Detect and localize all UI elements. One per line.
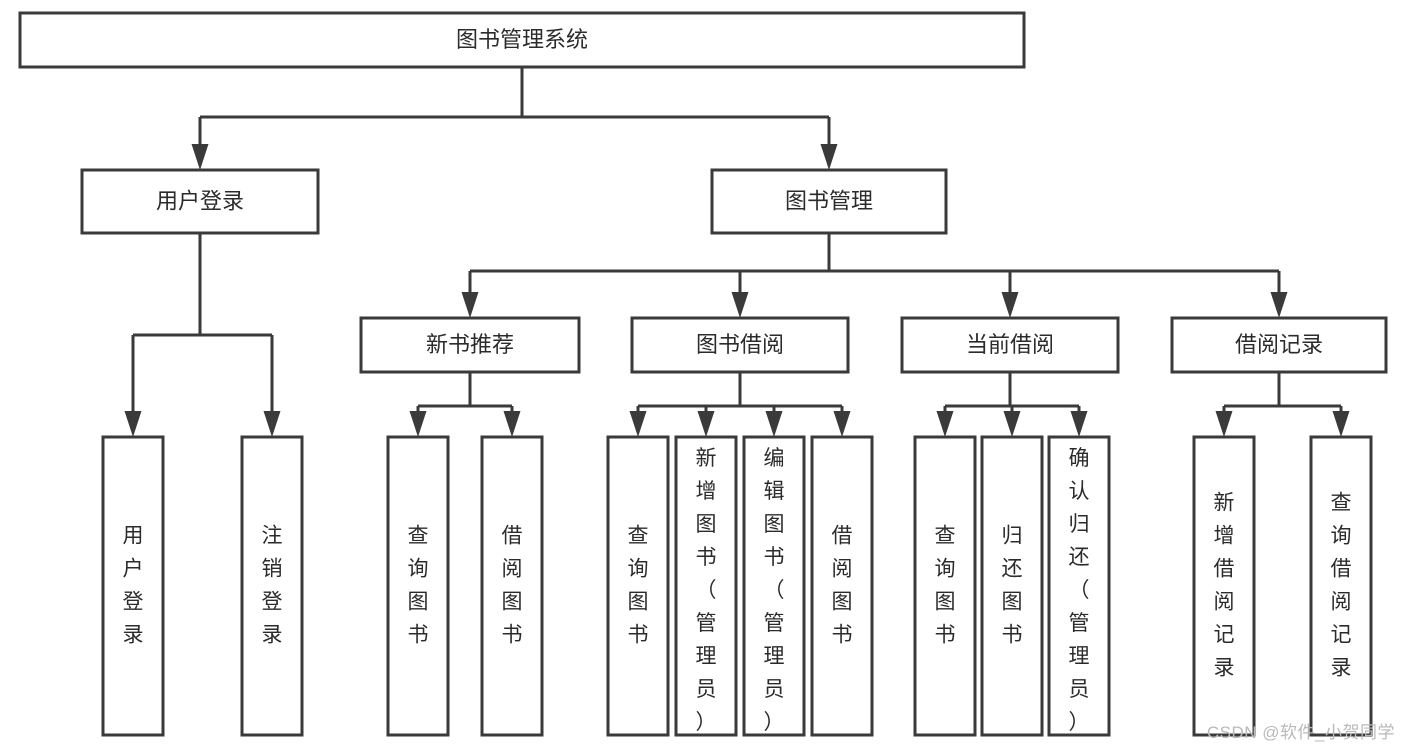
node-label: 查询图书: [935, 524, 956, 646]
node-label: 图书管理系统: [456, 27, 588, 52]
node-box: [710, 168, 948, 235]
node-label: 借阅图书: [502, 524, 523, 646]
node-box: [1192, 435, 1256, 737]
node-l1-user-login[interactable]: 用户登录: [80, 168, 320, 235]
node-box: [606, 435, 670, 737]
node-l3-borrow-book-a[interactable]: 借阅图书: [480, 435, 544, 737]
node-box: [1170, 316, 1388, 374]
node-label: 注销登录: [262, 524, 283, 646]
arrow-head-icon: [124, 411, 142, 437]
node-l2-current-borrow[interactable]: 当前借阅: [900, 316, 1120, 374]
node-label: 归还图书: [1002, 524, 1023, 646]
node-box: [810, 435, 874, 737]
node-label: 图书借阅: [696, 332, 784, 357]
connector-layer: [124, 67, 1350, 437]
node-l3-edit-book[interactable]: 编辑图书（管理员）: [742, 435, 806, 737]
arrow-head-icon: [697, 411, 715, 437]
node-label: 借阅图书: [832, 524, 853, 646]
arrow-head-icon: [503, 411, 521, 437]
arrow-head-icon: [731, 292, 749, 318]
node-box: [630, 316, 850, 374]
node-label: 查询图书: [628, 524, 649, 646]
node-l3-return-book[interactable]: 归还图书: [980, 435, 1044, 737]
node-box: [900, 316, 1120, 374]
node-l3-query-book-b[interactable]: 查询图书: [606, 435, 670, 737]
arrow-head-icon: [1070, 411, 1088, 437]
arrow-head-icon: [1001, 292, 1019, 318]
arrow-head-icon: [461, 292, 479, 318]
node-box: [80, 168, 320, 235]
node-label: 用户登录: [123, 524, 144, 646]
node-label: 新增借阅记录: [1214, 491, 1235, 679]
node-l3-query-book-a[interactable]: 查询图书: [386, 435, 450, 737]
arrow-head-icon: [833, 411, 851, 437]
node-l3-query-book-c[interactable]: 查询图书: [913, 435, 977, 737]
node-l1-book-manage[interactable]: 图书管理: [710, 168, 948, 235]
node-label: 当前借阅: [966, 332, 1054, 357]
node-root[interactable]: 图书管理系统: [18, 11, 1026, 69]
node-l3-query-record[interactable]: 查询借阅记录: [1309, 435, 1373, 737]
node-label: 查询借阅记录: [1331, 491, 1352, 679]
arrow-head-icon: [1215, 411, 1233, 437]
node-label: 新增图书（管理员）: [696, 447, 717, 734]
arrow-head-icon: [629, 411, 647, 437]
node-box: [913, 435, 977, 737]
node-l2-new-book-rec[interactable]: 新书推荐: [359, 316, 581, 374]
arrow-head-icon: [820, 144, 838, 170]
arrow-head-icon: [1332, 411, 1350, 437]
node-label: 图书管理: [785, 188, 873, 213]
node-l2-book-borrow[interactable]: 图书借阅: [630, 316, 850, 374]
node-box: [1047, 435, 1111, 737]
node-l3-logout[interactable]: 注销登录: [240, 435, 304, 737]
node-l3-add-book[interactable]: 新增图书（管理员）: [674, 435, 738, 737]
node-box: [674, 435, 738, 737]
node-box: [742, 435, 806, 737]
node-l3-add-record[interactable]: 新增借阅记录: [1192, 435, 1256, 737]
arrow-head-icon: [936, 411, 954, 437]
node-box: [359, 316, 581, 374]
node-label: 借阅记录: [1235, 332, 1323, 357]
node-box: [980, 435, 1044, 737]
arrow-head-icon: [409, 411, 427, 437]
node-layer: 图书管理系统用户登录图书管理新书推荐图书借阅当前借阅借阅记录用户登录注销登录查询…: [18, 11, 1388, 737]
node-box: [101, 435, 165, 737]
node-box: [1309, 435, 1373, 737]
node-box: [18, 11, 1026, 69]
csdn-watermark: CSDN @软件_小贺同学: [1206, 723, 1395, 742]
node-label: 用户登录: [156, 188, 244, 213]
node-label: 编辑图书（管理员）: [764, 447, 785, 734]
arrow-head-icon: [191, 144, 209, 170]
node-label: 查询图书: [408, 524, 429, 646]
arrow-head-icon: [1270, 292, 1288, 318]
node-l3-user-login[interactable]: 用户登录: [101, 435, 165, 737]
node-l3-confirm-return[interactable]: 确认归还（管理员）: [1047, 435, 1111, 737]
node-l3-borrow-book-b[interactable]: 借阅图书: [810, 435, 874, 737]
node-box: [386, 435, 450, 737]
node-label: 确认归还（管理员）: [1069, 447, 1090, 734]
node-box: [240, 435, 304, 737]
arrow-head-icon: [263, 411, 281, 437]
arrow-head-icon: [765, 411, 783, 437]
node-l2-borrow-record[interactable]: 借阅记录: [1170, 316, 1388, 374]
node-label: 新书推荐: [426, 332, 514, 357]
arrow-head-icon: [1003, 411, 1021, 437]
node-box: [480, 435, 544, 737]
